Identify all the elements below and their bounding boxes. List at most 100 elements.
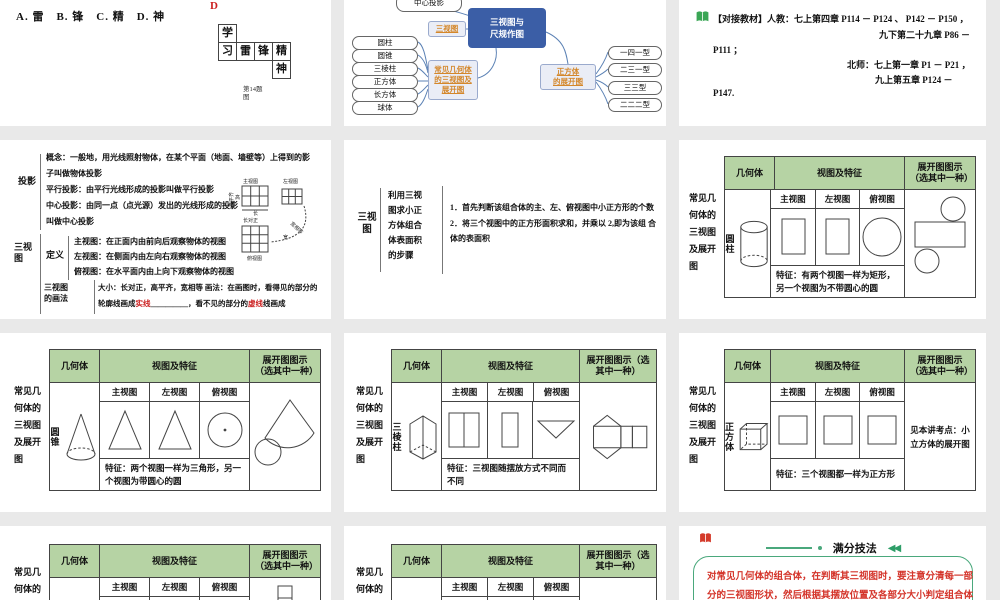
table-side-label: 常见几何体的三视图及展开图 <box>356 567 384 594</box>
mindmap-node-center-projection: 中心投影 <box>396 0 462 12</box>
geometry-cell: 三棱柱 <box>392 383 442 490</box>
three-view-rules-diagram: 主视图 左视图 俯视图 长 高 宽 长对正 高平齐 宽相等 <box>228 178 322 262</box>
main-view-triangle <box>100 402 150 458</box>
feature-text: 特征：两个视图一样为三角形，另一个视图为带圆心的圆 <box>100 458 249 490</box>
main-view-circle <box>442 597 488 600</box>
svg-text:高: 高 <box>235 194 240 201</box>
definition-label: 定义 <box>46 250 65 260</box>
cone-unfold-drawing <box>252 392 318 482</box>
mindmap-item-141: 一四一型 <box>608 46 662 60</box>
table-header: 几何体 视图及特征 展开图图示（选其中一种） <box>725 157 975 190</box>
mindmap-node-three-views: 三视图 <box>428 21 466 37</box>
table-side-label: 常见几何体的三视图及展开图 <box>356 386 384 464</box>
textbook-line: P111 ； <box>713 45 743 55</box>
divider <box>40 234 41 314</box>
table-side-label: 常见几何体的三视图及展开图 <box>689 193 717 271</box>
svg-text:长对正: 长对正 <box>243 217 258 224</box>
geometry-cell: 圆锥 <box>50 383 100 490</box>
table-header: 几何体 视图及特征 展开图图示（选其中一种） <box>725 350 975 383</box>
quiz-options: A. 雷 B. 锋 C. 精 D. 神 <box>16 11 166 23</box>
views-cell: 主视图 左视图 俯视图 <box>100 578 250 600</box>
geometry-cell <box>50 578 100 600</box>
red-annotation-dashed-line: 虚线 <box>248 299 263 308</box>
top-view-square <box>860 402 904 458</box>
tips-text-line2: 分的三视图形状，然后根据其摆放位置及各部分大小判定组合体 <box>707 591 974 600</box>
double-arrow-icon: ◀◀ <box>887 542 901 554</box>
mindmap-item-cube: 正方体 <box>352 75 418 89</box>
tips-title-row: 满分技法 ◀◀ <box>679 540 986 556</box>
tips-title: 满分技法 <box>827 540 882 556</box>
cone-table: 几何体 视图及特征 展开图图示（选其中一种） 圆锥 主视图 左视图 <box>49 349 321 491</box>
svg-text:主视图: 主视图 <box>243 178 258 185</box>
textbook-line: P147. <box>713 88 735 98</box>
three-views-label: 三视图 <box>14 242 33 263</box>
net-cell: 学 <box>218 24 237 43</box>
net-cell: 雷 <box>236 42 255 61</box>
mindmap-item-prism: 三棱柱 <box>352 62 418 76</box>
svg-text:俯视图: 俯视图 <box>247 255 262 262</box>
table-header: 几何体 视图及特征 展开图图示（选其中一种） <box>50 545 320 578</box>
figure-caption: 第14题 图 <box>243 86 263 101</box>
left-view-triangle <box>150 402 200 458</box>
feature-text: 特征：三视图随摆放方式不同而不同 <box>442 458 579 490</box>
top-view-circle <box>860 209 904 265</box>
mindmap-item-sphere: 球体 <box>352 101 418 115</box>
drawing-method-label: 三视图的画法 <box>44 283 68 303</box>
left-view-rectangle <box>488 402 533 458</box>
top-view-down-triangle <box>533 402 579 458</box>
table-side-label: 常见几何体的三视图及展开图 <box>689 386 717 464</box>
drawing-rule: 大小：长对正，高平齐，宽相等 画法：在画图时，看得见的部分的 <box>98 283 318 292</box>
net-cell: 锋 <box>254 42 273 61</box>
left-view-rectangle <box>816 209 860 265</box>
cube-table: 几何体 视图及特征 展开图图示（选其中一种） 正方体 主视图 左视图 <box>724 349 976 491</box>
book-icon <box>696 11 709 23</box>
textbook-line: 【对接教材】人教：七上第四章 P114 － P124 、 P142 － P150… <box>713 14 969 24</box>
slide-cuboid-table-partial: 常见几何体的三视图及展开图 几何体 视图及特征 展开图图示（选其中一种） 主视图… <box>0 526 331 600</box>
tips-text-line1: 对常见几何体的组合体，在判断其三视图时，要注意分清每一部 <box>707 572 974 582</box>
three-views-label: 三视图 <box>357 213 377 235</box>
main-view-split-rectangle <box>442 402 488 458</box>
cube-net: 学 习 雷 锋 精 神 <box>218 24 308 84</box>
decorative-line <box>765 547 812 549</box>
left-view-square <box>816 402 861 458</box>
top-view-circle-with-center <box>200 402 249 458</box>
mindmap-root-node: 三视图与 尺规作图 <box>468 8 546 48</box>
slide-scoring-tips: 满分技法 ◀◀ 对常见几何体的组合体，在判断其三视图时，要注意分清每一部 分的三… <box>679 526 986 600</box>
svg-text:宽: 宽 <box>283 234 288 241</box>
geometry-cell <box>392 578 442 600</box>
feature-text: 特征：有两个视图一样为矩形，另一个视图为不带圆心的圆 <box>771 265 904 297</box>
projection-concept-cont: 子叫做物体投影 <box>46 169 102 178</box>
table-side-label: 常见几何体的三视图及展开图 <box>14 386 42 464</box>
geometry-cell: 圆柱 <box>725 190 771 297</box>
prism-table: 几何体 视图及特征 展开图图示（选其中一种） 三棱柱 主视图 左视图 <box>391 349 657 491</box>
svg-text:长: 长 <box>253 210 258 217</box>
projection-label: 投影 <box>18 176 37 186</box>
cone-drawing <box>63 411 99 463</box>
unfold-note: 见本讲考点：小立方体的展开图 <box>910 424 970 449</box>
cylinder-table: 几何体 视图及特征 展开图图示（选其中一种） 圆柱 主视图 左视图 <box>724 156 976 298</box>
brace-divider <box>380 188 381 272</box>
projection-concept: 概念：一般地，用光线照射物体，在某个平面（地面、墙壁等）上得到的影 <box>46 153 310 162</box>
mindmap-item-cuboid: 长方体 <box>352 88 418 102</box>
unfold-cell <box>580 383 656 490</box>
red-book-icon <box>700 533 711 544</box>
red-annotation-solid-line: 实线 <box>135 299 151 308</box>
main-view-def: 主视图：在正面内由前向后观察物体的视图 <box>74 237 226 246</box>
prism-unfold-drawing <box>582 402 654 472</box>
left-view-def: 左视图：在侧面内由左向右观察物体的视图 <box>74 252 226 261</box>
mindmap-item-cylinder: 圆柱 <box>352 36 418 50</box>
main-view-rectangle <box>771 209 816 265</box>
net-cell: 精 <box>272 42 291 61</box>
top-view-def: 俯视图：在水平面内由上向下观察物体的视图 <box>74 267 234 276</box>
center-projection-cont: 叫做中心投影 <box>46 217 94 226</box>
steps-subtitle: 利用三视图求小正方体组合体表面积的步骤 <box>388 190 423 260</box>
decorative-dot <box>817 546 822 550</box>
divider <box>94 280 95 314</box>
views-cell: 主视图 左视图 俯视图 特征：有两个视图一样为矩形，另一个视图为不带圆心的圆 <box>771 190 905 297</box>
textbook-line: 九上第五章 P124 － <box>875 75 953 85</box>
textbook-line: 北师：七上第一章 P1 － P21 ， <box>847 60 971 70</box>
quiz-answer: D <box>210 0 218 12</box>
mindmap-connectors <box>344 0 666 126</box>
drawing-rule2: 轮廓线画成实线＿＿＿＿＿，看不见的部分的虚线线画成 <box>98 299 286 308</box>
